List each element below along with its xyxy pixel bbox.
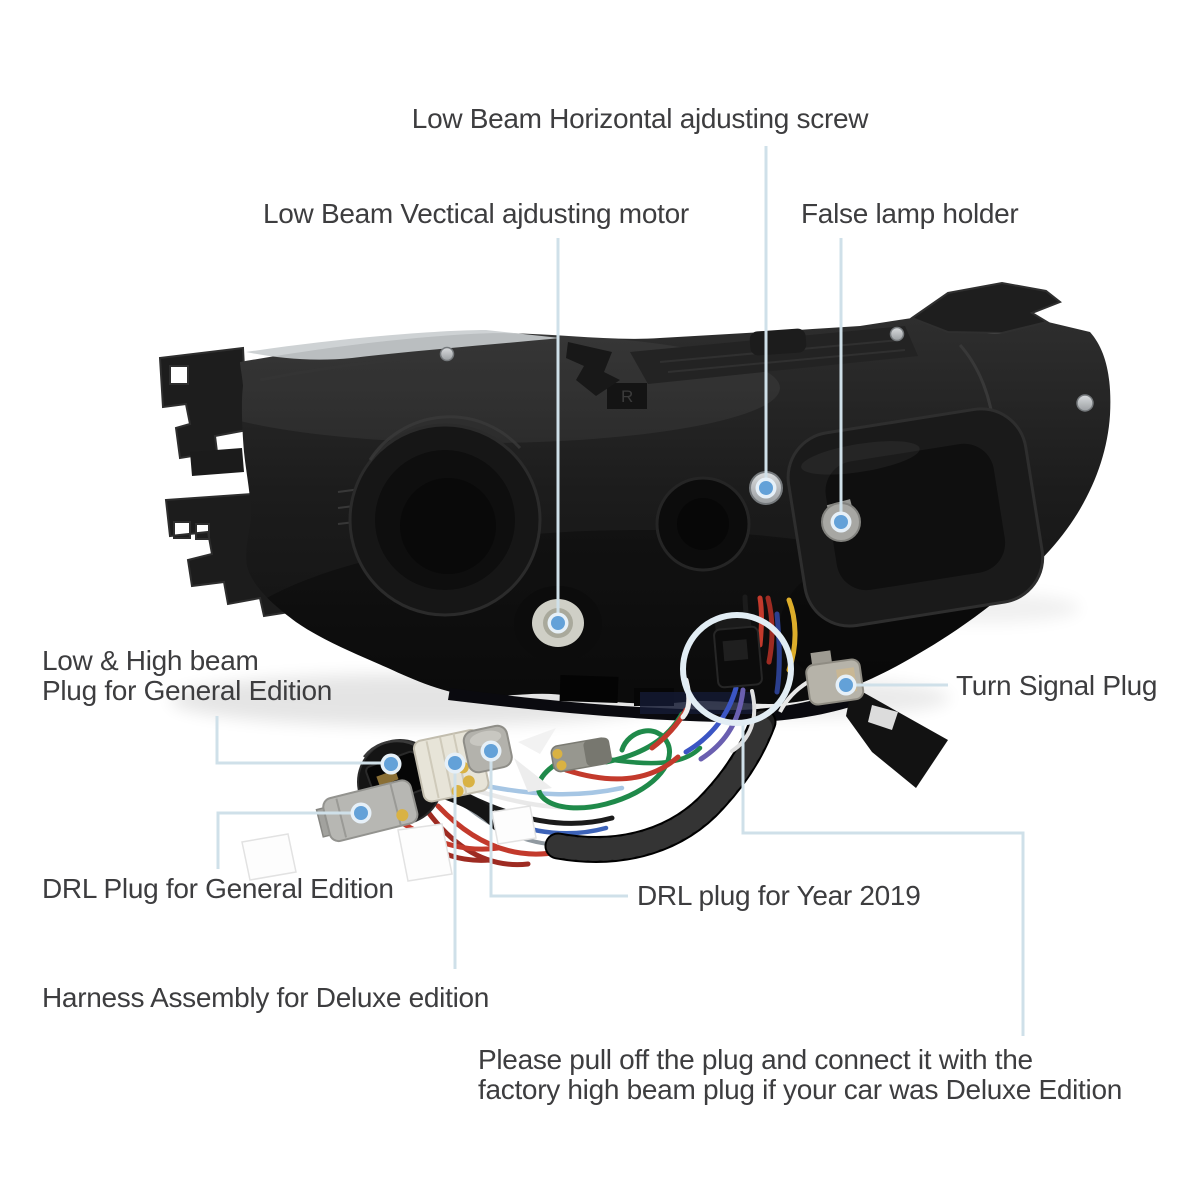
zip-tie-wings bbox=[514, 728, 556, 792]
housing-screws bbox=[439, 326, 1094, 412]
right-bulb-cover bbox=[786, 407, 1045, 628]
callout-dot-drl-2019 bbox=[480, 740, 502, 762]
label-drl-plug-general: DRL Plug for General Edition bbox=[42, 873, 394, 904]
leader-drl-general bbox=[216, 811, 351, 869]
callout-dot-vertical-motor bbox=[547, 612, 569, 634]
molded-letter-r: R bbox=[621, 387, 633, 406]
corrugated-tube bbox=[544, 708, 777, 863]
callout-dot-drl-general bbox=[350, 802, 372, 824]
harness-tags bbox=[241, 805, 537, 882]
label-false-lamp-holder: False lamp holder bbox=[801, 198, 1019, 229]
top-bump bbox=[749, 328, 807, 356]
callout-dot-turn-signal bbox=[835, 674, 857, 696]
highlight-circle bbox=[680, 612, 794, 726]
label-deluxe-note: Please pull off the plug and connect it … bbox=[478, 1045, 1122, 1105]
callout-dots bbox=[350, 477, 857, 824]
mount-bracket-upper bbox=[158, 346, 249, 460]
callout-dot-low-high-beam bbox=[380, 753, 402, 775]
label-low-beam-vertical-motor: Low Beam Vectical ajdusting motor bbox=[263, 198, 689, 229]
round-boss bbox=[655, 476, 751, 572]
top-fin-tab bbox=[909, 281, 1062, 335]
label-low-high-beam-line2: Plug for General Edition bbox=[42, 675, 333, 706]
callout-dot-false-lamp bbox=[830, 511, 852, 533]
leader-deluxe-note bbox=[741, 723, 1025, 1036]
callout-dot-harness bbox=[444, 752, 466, 774]
label-low-high-beam-plug: Low & High beam Plug for General Edition bbox=[42, 646, 332, 706]
label-harness-assembly: Harness Assembly for Deluxe edition bbox=[42, 982, 490, 1013]
mount-bracket-mid bbox=[190, 448, 244, 476]
mid-gray-connector bbox=[550, 737, 612, 773]
high-beam-plug-circled bbox=[683, 594, 798, 762]
label-low-high-beam-line1: Low & High beam bbox=[42, 645, 259, 676]
bulb-cover-dome bbox=[348, 415, 542, 617]
label-turn-signal-plug: Turn Signal Plug bbox=[956, 670, 1158, 701]
leader-drl-2019 bbox=[489, 761, 628, 898]
label-deluxe-note-line1: Please pull off the plug and connect it … bbox=[478, 1044, 1033, 1075]
label-drl-plug-2019: DRL plug for Year 2019 bbox=[637, 880, 921, 911]
callout-dot-horizontal-screw bbox=[755, 477, 777, 499]
label-deluxe-note-line2: factory high beam plug if your car was D… bbox=[478, 1074, 1122, 1105]
label-low-beam-horizontal-screw: Low Beam Horizontal ajdusting screw bbox=[411, 103, 869, 134]
leader-low-high-beam bbox=[215, 716, 381, 765]
top-hook-tab bbox=[566, 342, 620, 396]
lens-edge bbox=[246, 330, 560, 360]
